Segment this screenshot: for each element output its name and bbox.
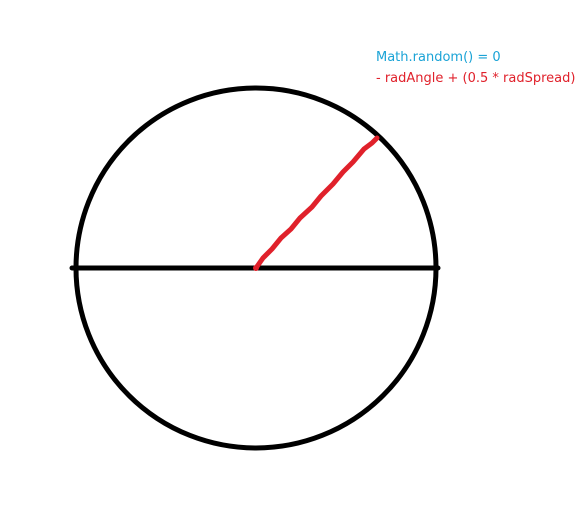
red-ray: [253, 135, 380, 271]
annotation-line-1: Math.random() = 0: [376, 50, 501, 65]
annotation-line-2: - radAngle + (0.5 * radSpread): [376, 71, 576, 86]
red-ray-origin: [253, 265, 259, 271]
